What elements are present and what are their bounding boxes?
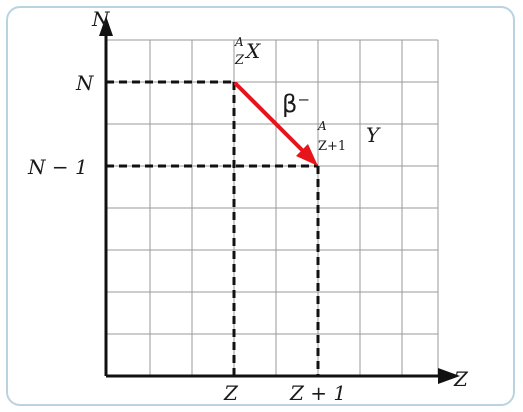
axes	[104, 34, 440, 378]
diagram-frame	[6, 6, 515, 406]
daughter-atomic-number: Z+1	[318, 139, 346, 154]
tick-label-n-minus-1: N − 1	[27, 155, 88, 179]
x-axis-label: Z	[453, 367, 469, 391]
dashed-guides	[106, 80, 320, 376]
beta-decay-arrow	[234, 82, 306, 154]
beta-decay-arrowhead	[296, 144, 318, 166]
daughter-nuclide-label: A Z+1 Y	[317, 119, 381, 154]
tick-label-z: Z	[223, 381, 239, 405]
daughter-symbol: Y	[366, 123, 381, 147]
parent-symbol: X	[244, 39, 261, 63]
x-axis-arrowhead	[438, 368, 460, 384]
parent-atomic-number: Z	[234, 53, 245, 68]
tick-label-n: N	[75, 71, 95, 95]
y-axis-label: N	[91, 7, 111, 31]
daughter-mass-number: A	[317, 119, 327, 133]
tick-label-z-plus-1: Z + 1	[289, 381, 346, 405]
parent-nuclide-label: A Z X	[234, 35, 261, 68]
parent-mass-number: A	[234, 35, 244, 49]
grid	[106, 39, 439, 376]
y-axis-arrowhead	[99, 16, 113, 36]
beta-minus-label: β⁻	[282, 90, 310, 118]
